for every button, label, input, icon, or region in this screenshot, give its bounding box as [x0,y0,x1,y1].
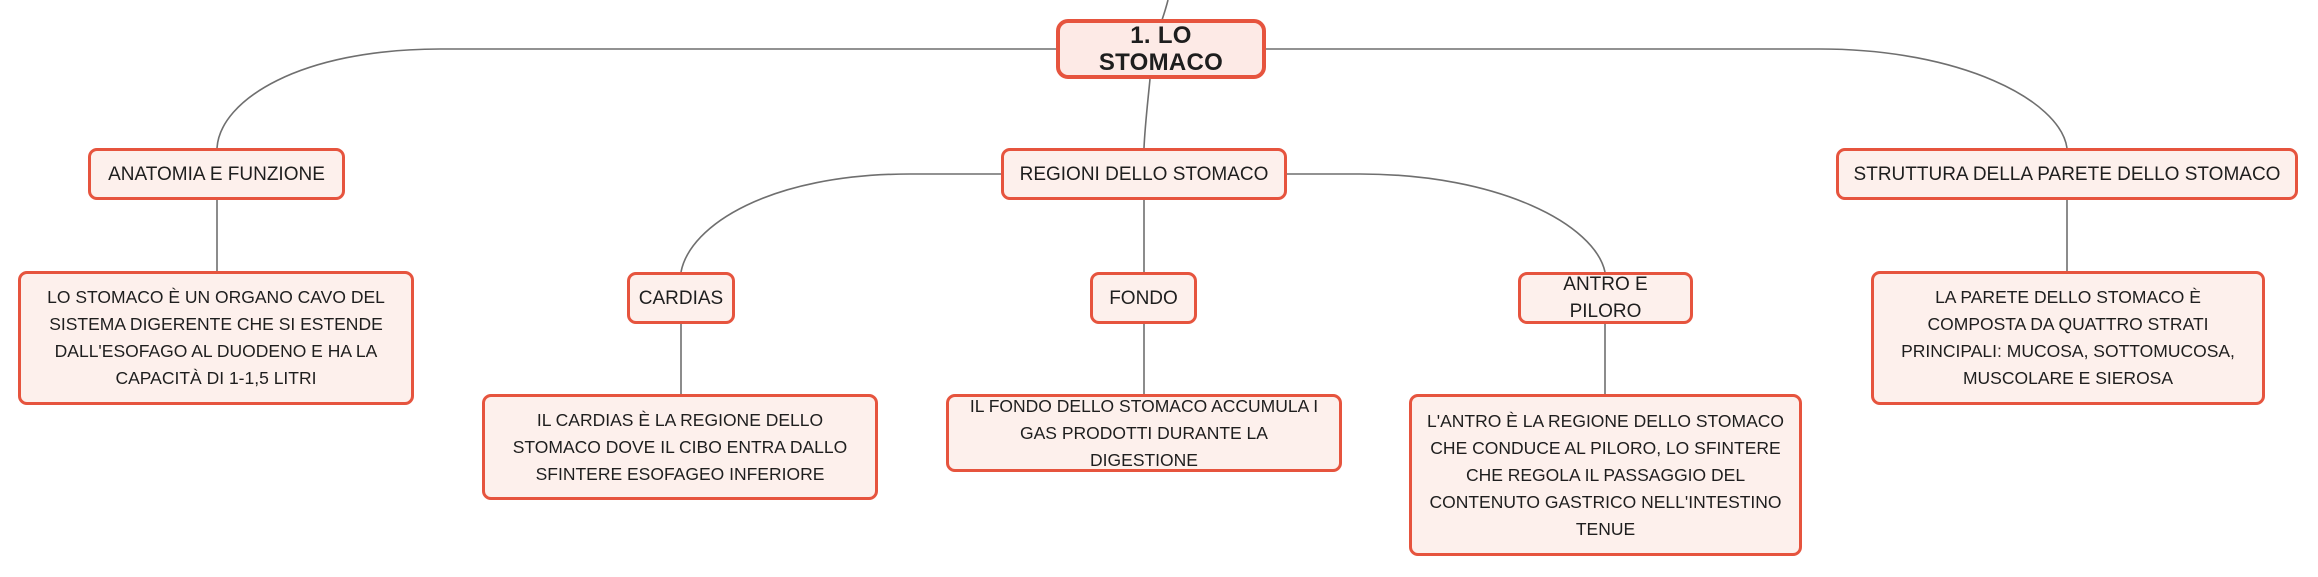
subtopic-label: ANTRO E PILORO [1563,274,1648,322]
detail-antro[interactable]: L'ANTRO È LA REGIONE DELLO STOMACO CHE C… [1409,394,1802,556]
link-parent-root [1161,0,1169,21]
link-root-regioni [1143,78,1151,149]
link-root-struttura [1266,48,2068,149]
link-root-anatomia [216,48,1058,149]
subtopic-label: FONDO [1109,287,1178,309]
subtopic-cardias[interactable]: CARDIAS [627,272,735,324]
detail-text: LA PARETE DELLO STOMACO È COMPOSTA DA QU… [1901,287,2235,388]
detail-cardias[interactable]: IL CARDIAS È LA REGIONE DELLO STOMACO DO… [482,394,878,500]
topic-anatomia-e-funzione[interactable]: ANATOMIA E FUNZIONE [88,148,345,200]
subtopic-fondo[interactable]: FONDO [1090,272,1197,324]
detail-text: IL CARDIAS È LA REGIONE DELLO STOMACO DO… [512,409,848,484]
root-label: 1. LO STOMACO [1098,22,1224,76]
topic-regioni-dello-stomaco[interactable]: REGIONI DELLO STOMACO [1001,148,1287,200]
detail-text: L'ANTRO È LA REGIONE DELLO STOMACO CHE C… [1427,410,1784,539]
topic-label: STRUTTURA DELLA PARETE DELLO STOMACO [1853,163,2281,185]
link-regioni-antro [1286,173,1606,273]
detail-text: LO STOMACO È UN ORGANO CAVO DEL SISTEMA … [47,287,385,388]
topic-struttura-della-parete[interactable]: STRUTTURA DELLA PARETE DELLO STOMACO [1836,148,2298,200]
topic-label: ANATOMIA E FUNZIONE [108,163,325,185]
subtopic-label: CARDIAS [638,287,724,309]
detail-struttura[interactable]: LA PARETE DELLO STOMACO È COMPOSTA DA QU… [1871,271,2265,405]
link-regioni-cardias [680,173,1003,273]
detail-fondo[interactable]: IL FONDO DELLO STOMACO ACCUMULA I GAS PR… [946,394,1342,472]
root-node[interactable]: 1. LO STOMACO [1056,19,1266,79]
detail-text: IL FONDO DELLO STOMACO ACCUMULA I GAS PR… [969,395,1319,470]
subtopic-antro-e-piloro[interactable]: ANTRO E PILORO [1518,272,1693,324]
topic-label: REGIONI DELLO STOMACO [1019,163,1269,185]
detail-anatomia[interactable]: LO STOMACO È UN ORGANO CAVO DEL SISTEMA … [18,271,414,405]
